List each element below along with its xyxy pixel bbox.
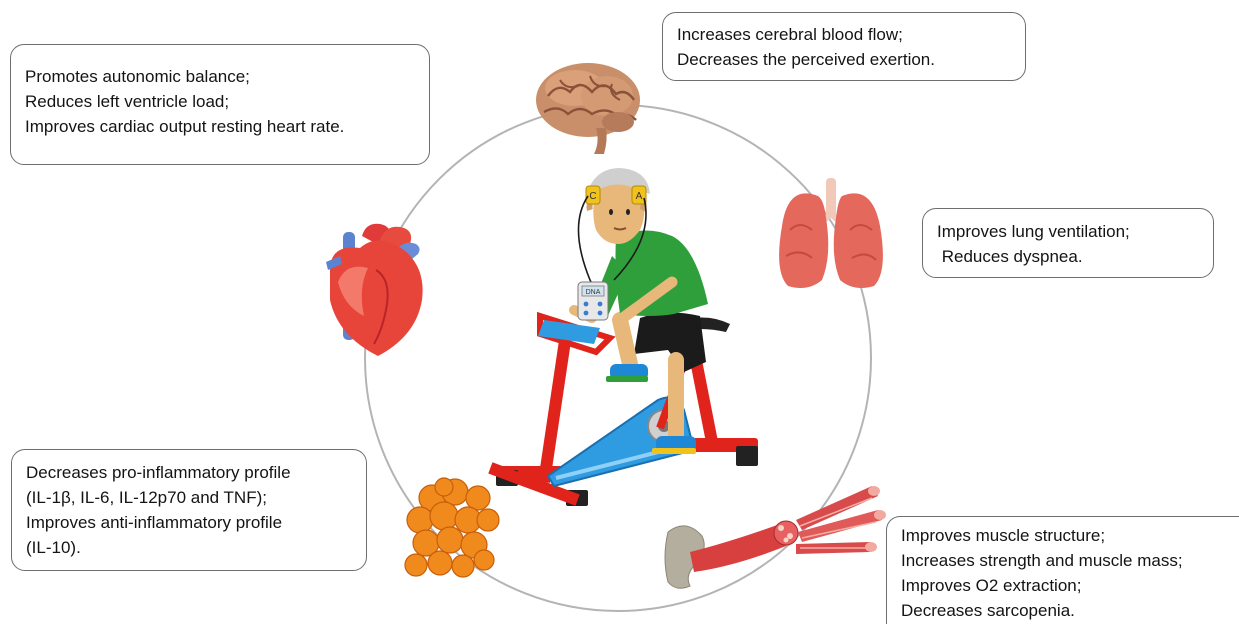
- callout-inflammatory-line: (IL-10).: [26, 535, 354, 560]
- callout-cerebral: Increases cerebral blood flow; Decreases…: [662, 12, 1026, 81]
- callout-pulmonary-line: Reduces dyspnea.: [937, 244, 1201, 269]
- callout-cardiac-line: Improves cardiac output resting heart ra…: [25, 114, 417, 139]
- callout-cardiac-line: Reduces left ventricle load;: [25, 89, 417, 114]
- callout-cardiac: Promotes autonomic balance; Reduces left…: [10, 44, 430, 165]
- cyclist-tdcs-illustration: C A DNA: [496, 168, 758, 506]
- callout-pulmonary: Improves lung ventilation; Reduces dyspn…: [922, 208, 1214, 278]
- callout-muscular-line: Decreases sarcopenia.: [901, 598, 1228, 623]
- electrode-label-a: A: [636, 191, 643, 202]
- callout-muscular-line: Increases strength and muscle mass;: [901, 548, 1228, 573]
- callout-muscular: Improves muscle structure; Increases str…: [886, 516, 1239, 624]
- callout-inflammatory-line: (IL-1β, IL-6, IL-12p70 and TNF);: [26, 485, 354, 510]
- callout-pulmonary-line: Improves lung ventilation;: [937, 219, 1201, 244]
- lungs-icon: [779, 178, 883, 288]
- callout-muscular-line: Improves O2 extraction;: [901, 573, 1228, 598]
- callout-inflammatory: Decreases pro-inflammatory profile (IL-1…: [11, 449, 367, 571]
- electrode-label-c: C: [589, 191, 596, 202]
- callout-muscular-line: Improves muscle structure;: [901, 523, 1228, 548]
- callout-cerebral-line: Increases cerebral blood flow;: [677, 22, 1013, 47]
- heart-icon: [326, 224, 423, 356]
- brain-icon: [536, 63, 640, 154]
- muscle-bone-icon: [665, 486, 886, 588]
- callout-cerebral-line: Decreases the perceived exertion.: [677, 47, 1013, 72]
- callout-cardiac-line: Promotes autonomic balance;: [25, 64, 417, 89]
- callout-inflammatory-line: Decreases pro-inflammatory profile: [26, 460, 354, 485]
- device-screen-text: DNA: [586, 289, 601, 296]
- immune-cells-icon: [405, 478, 499, 577]
- callout-inflammatory-line: Improves anti-inflammatory profile: [26, 510, 354, 535]
